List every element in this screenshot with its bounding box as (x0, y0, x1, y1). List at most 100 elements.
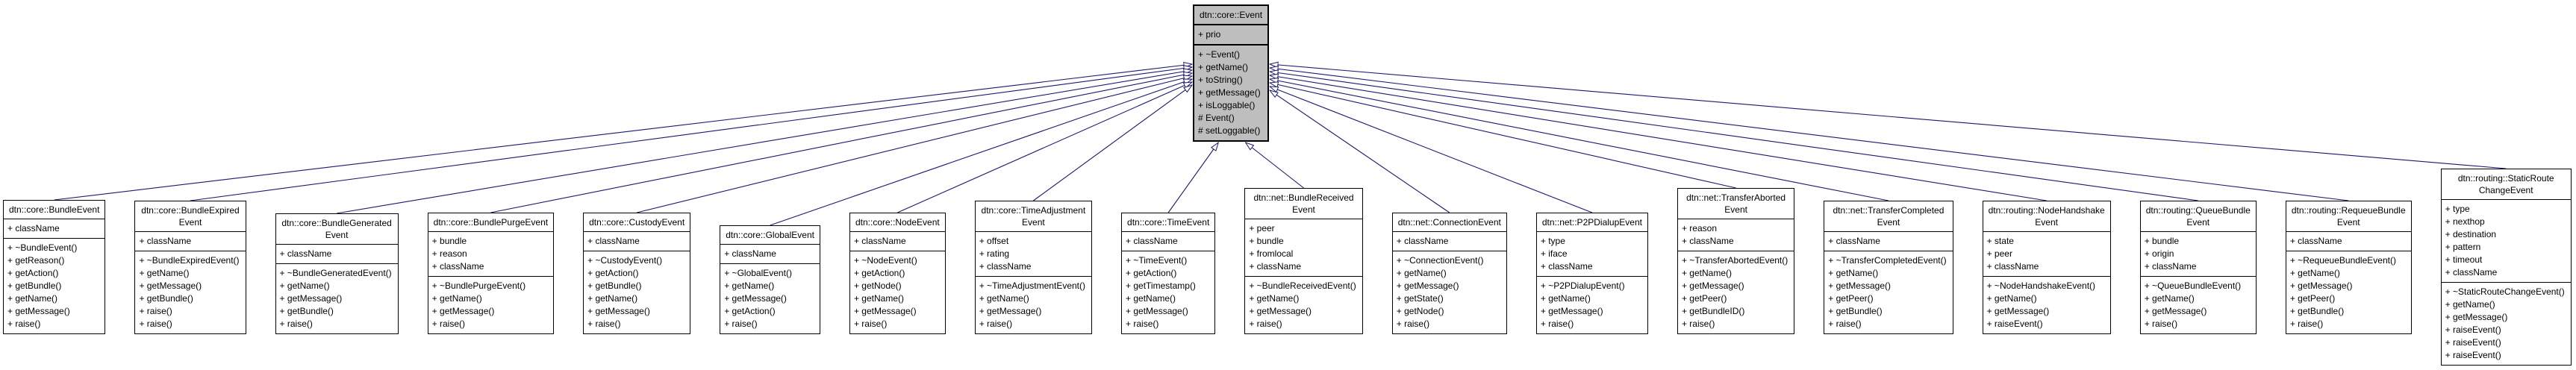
method-row: + getBundle() (139, 293, 193, 304)
class-attributes: + state+ peer+ className (1983, 232, 2110, 277)
class-attributes: + peer + bundle + fromlocal + className (1245, 219, 1362, 277)
attribute-row: + className (724, 248, 776, 259)
class-attributes: + className (1824, 232, 1953, 251)
method-row: + ~BundleEvent() (7, 242, 78, 253)
class-methods: + ~GlobalEvent()+ getName()+ getMessage(… (720, 264, 820, 333)
method-row: + ~P2PDialupEvent() (1540, 280, 1625, 291)
attribute-row: + className (1126, 236, 1178, 246)
class-node[interactable]: dtn::core::CustodyEvent + className + ~C… (583, 213, 691, 334)
class-node[interactable]: dtn::routing::NodeHandshake Event + stat… (1982, 201, 2111, 334)
method-row: + getName() (979, 293, 1029, 304)
class-node[interactable]: dtn::core::TimeAdjustment Event + offset… (974, 201, 1092, 334)
method-row: + getTimestamp() (1126, 280, 1196, 291)
class-attributes: + className (1122, 232, 1215, 251)
method-row: + getMessage() (1126, 306, 1188, 316)
class-node[interactable]: dtn::net::BundleReceived Event + peer+ b… (1244, 188, 1363, 334)
class-node[interactable]: dtn::core::BundleGenerated Event + class… (275, 213, 399, 334)
attribute-row: + className (979, 261, 1032, 272)
class-title: dtn::core::BundleEvent (4, 201, 105, 219)
base-class-host: dtn::core::Event + prio + ~Event()+ getN… (1193, 4, 1270, 142)
class-node[interactable]: dtn::net::TransferAborted Event + reason… (1677, 188, 1795, 334)
method-row: + getName() (139, 268, 190, 278)
class-node[interactable]: dtn::core::Event + prio + ~Event()+ getN… (1193, 4, 1270, 142)
method-row: + raise() (1681, 319, 1715, 329)
class-attributes: + type+ nexthop+ destination+ pattern+ t… (2441, 200, 2571, 283)
attribute-row: + className (2144, 261, 2197, 272)
class-node[interactable]: dtn::core::NodeEvent + className + ~Node… (849, 213, 946, 334)
class-attributes: + className (275, 245, 398, 264)
attribute-row: + bundle (1249, 236, 1284, 246)
method-row: + getMessage() (853, 306, 917, 316)
attribute-row: + className (1828, 236, 1880, 246)
method-row: + getMessage() (139, 280, 202, 291)
method-row: + getName() (1986, 293, 2037, 304)
attribute-row: + type (2445, 204, 2470, 214)
class-node[interactable]: dtn::core::GlobalEvent + className + ~Gl… (720, 225, 820, 334)
attribute-row: + className (279, 248, 332, 259)
method-row: + getNode() (1396, 306, 1444, 316)
class-title: dtn::net::P2PDialupEvent (1536, 213, 1647, 232)
class-node[interactable]: dtn::routing::StaticRoute ChangeEvent + … (2440, 169, 2572, 366)
method-row: + raise() (1249, 319, 1282, 329)
class-title: dtn::core::TimeAdjustment Event (975, 201, 1091, 232)
method-row: + getMessage() (1396, 280, 1459, 291)
class-node[interactable]: dtn::routing::QueueBundle Event + bundle… (2139, 201, 2257, 334)
method-row: + ~GlobalEvent() (724, 268, 792, 278)
class-methods: + ~BundleEvent()+ getReason()+ getAction… (4, 239, 105, 333)
class-node[interactable]: dtn::routing::RequeueBundle Event + clas… (2285, 201, 2412, 334)
class-title: dtn::core::BundlePurgeEvent (428, 213, 554, 232)
class-attributes: + className (4, 219, 105, 239)
class-attributes: + className (135, 232, 246, 251)
method-row: + ~ConnectionEvent() (1396, 255, 1484, 266)
method-row: + getAction() (587, 268, 639, 278)
class-node[interactable]: dtn::core::BundleExpired Event + classNa… (134, 201, 246, 334)
class-title: dtn::core::BundleExpired Event (135, 201, 246, 232)
class-title: dtn::routing::RequeueBundle Event (2286, 201, 2411, 232)
method-row: + getAction() (7, 268, 59, 278)
method-row: + raise() (1828, 319, 1862, 329)
attribute-row: + fromlocal (1249, 248, 1294, 259)
attribute-row: + rating (979, 248, 1010, 259)
method-row: + getNode() (853, 280, 902, 291)
method-row: + raise() (853, 319, 888, 329)
class-methods: + ~TransferCompletedEvent()+ getName()+ … (1824, 251, 1952, 333)
method-row: + ~Event() (1198, 49, 1241, 60)
attribute-row: + peer (1249, 223, 1275, 233)
class-node[interactable]: dtn::core::BundlePurgeEvent + bundle+ re… (427, 213, 555, 334)
method-row: + getBundle() (587, 280, 642, 291)
class-title: dtn::net::BundleReceived Event (1245, 189, 1362, 219)
class-node[interactable]: dtn::net::TransferCompleted Event + clas… (1824, 201, 1953, 334)
attribute-row: + origin (2144, 248, 2174, 259)
attribute-row: + className (1396, 236, 1449, 246)
method-row: + getMessage() (1249, 306, 1312, 316)
method-row: + getName() (1681, 268, 1732, 278)
class-attributes: + prio (1194, 25, 1268, 46)
class-title: dtn::core::NodeEvent (849, 213, 945, 232)
attribute-row: + className (1249, 261, 1302, 272)
method-row: + getMessage() (1198, 87, 1261, 98)
method-row: + ~TimeEvent() (1126, 255, 1188, 266)
class-methods: + ~RequeueBundleEvent()+ getName()+ getM… (2286, 251, 2411, 333)
method-row: # setLoggable() (1198, 125, 1261, 136)
class-title: dtn::net::ConnectionEvent (1392, 213, 1506, 232)
method-row: + raise() (139, 319, 172, 329)
class-node[interactable]: dtn::net::ConnectionEvent + className + … (1391, 213, 1507, 334)
method-row: + ~BundleExpiredEvent() (139, 255, 240, 266)
attribute-row: + timeout (2445, 254, 2483, 265)
attribute-row: + prio (1198, 29, 1221, 40)
method-row: + ~BundleReceivedEvent() (1249, 280, 1356, 291)
attribute-row: + destination (2445, 229, 2497, 239)
method-row: + getAction() (724, 306, 776, 316)
class-title: dtn::routing::StaticRoute ChangeEvent (2441, 169, 2571, 200)
class-title: dtn::routing::QueueBundle Event (2140, 201, 2256, 232)
attribute-row: + className (1986, 261, 2039, 272)
method-row: + raise() (587, 319, 621, 329)
class-node[interactable]: dtn::core::TimeEvent + className + ~Time… (1121, 213, 1216, 334)
method-row: + getMessage() (279, 293, 343, 304)
class-methods: + ~Event()+ getName()+ toString()+ getMe… (1194, 46, 1267, 140)
class-node[interactable]: dtn::core::BundleEvent + className + ~Bu… (3, 200, 106, 334)
class-node[interactable]: dtn::net::P2PDialupEvent + type+ iface+ … (1535, 213, 1648, 334)
class-title: dtn::routing::NodeHandshake Event (1983, 201, 2110, 232)
class-attributes: + reason+ className (1677, 219, 1794, 251)
attribute-row: + className (139, 236, 192, 246)
